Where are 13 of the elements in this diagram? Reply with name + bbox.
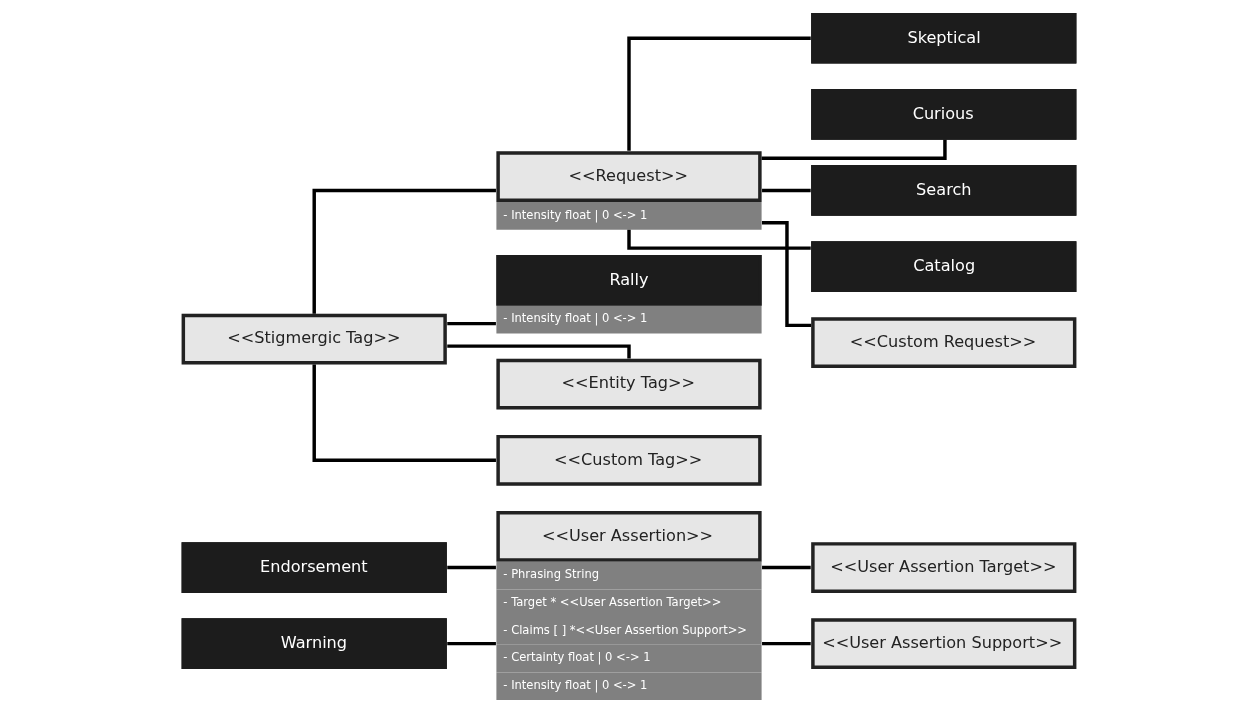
connector <box>761 221 812 328</box>
connector <box>312 188 496 314</box>
connector <box>447 565 496 570</box>
connector <box>627 36 811 151</box>
connector <box>447 641 496 646</box>
connector <box>447 321 496 326</box>
connector <box>762 188 811 193</box>
connector <box>762 641 811 646</box>
connector <box>312 364 496 462</box>
connector <box>761 139 947 160</box>
connector <box>447 344 631 359</box>
connector <box>762 565 811 570</box>
connector <box>627 229 811 250</box>
